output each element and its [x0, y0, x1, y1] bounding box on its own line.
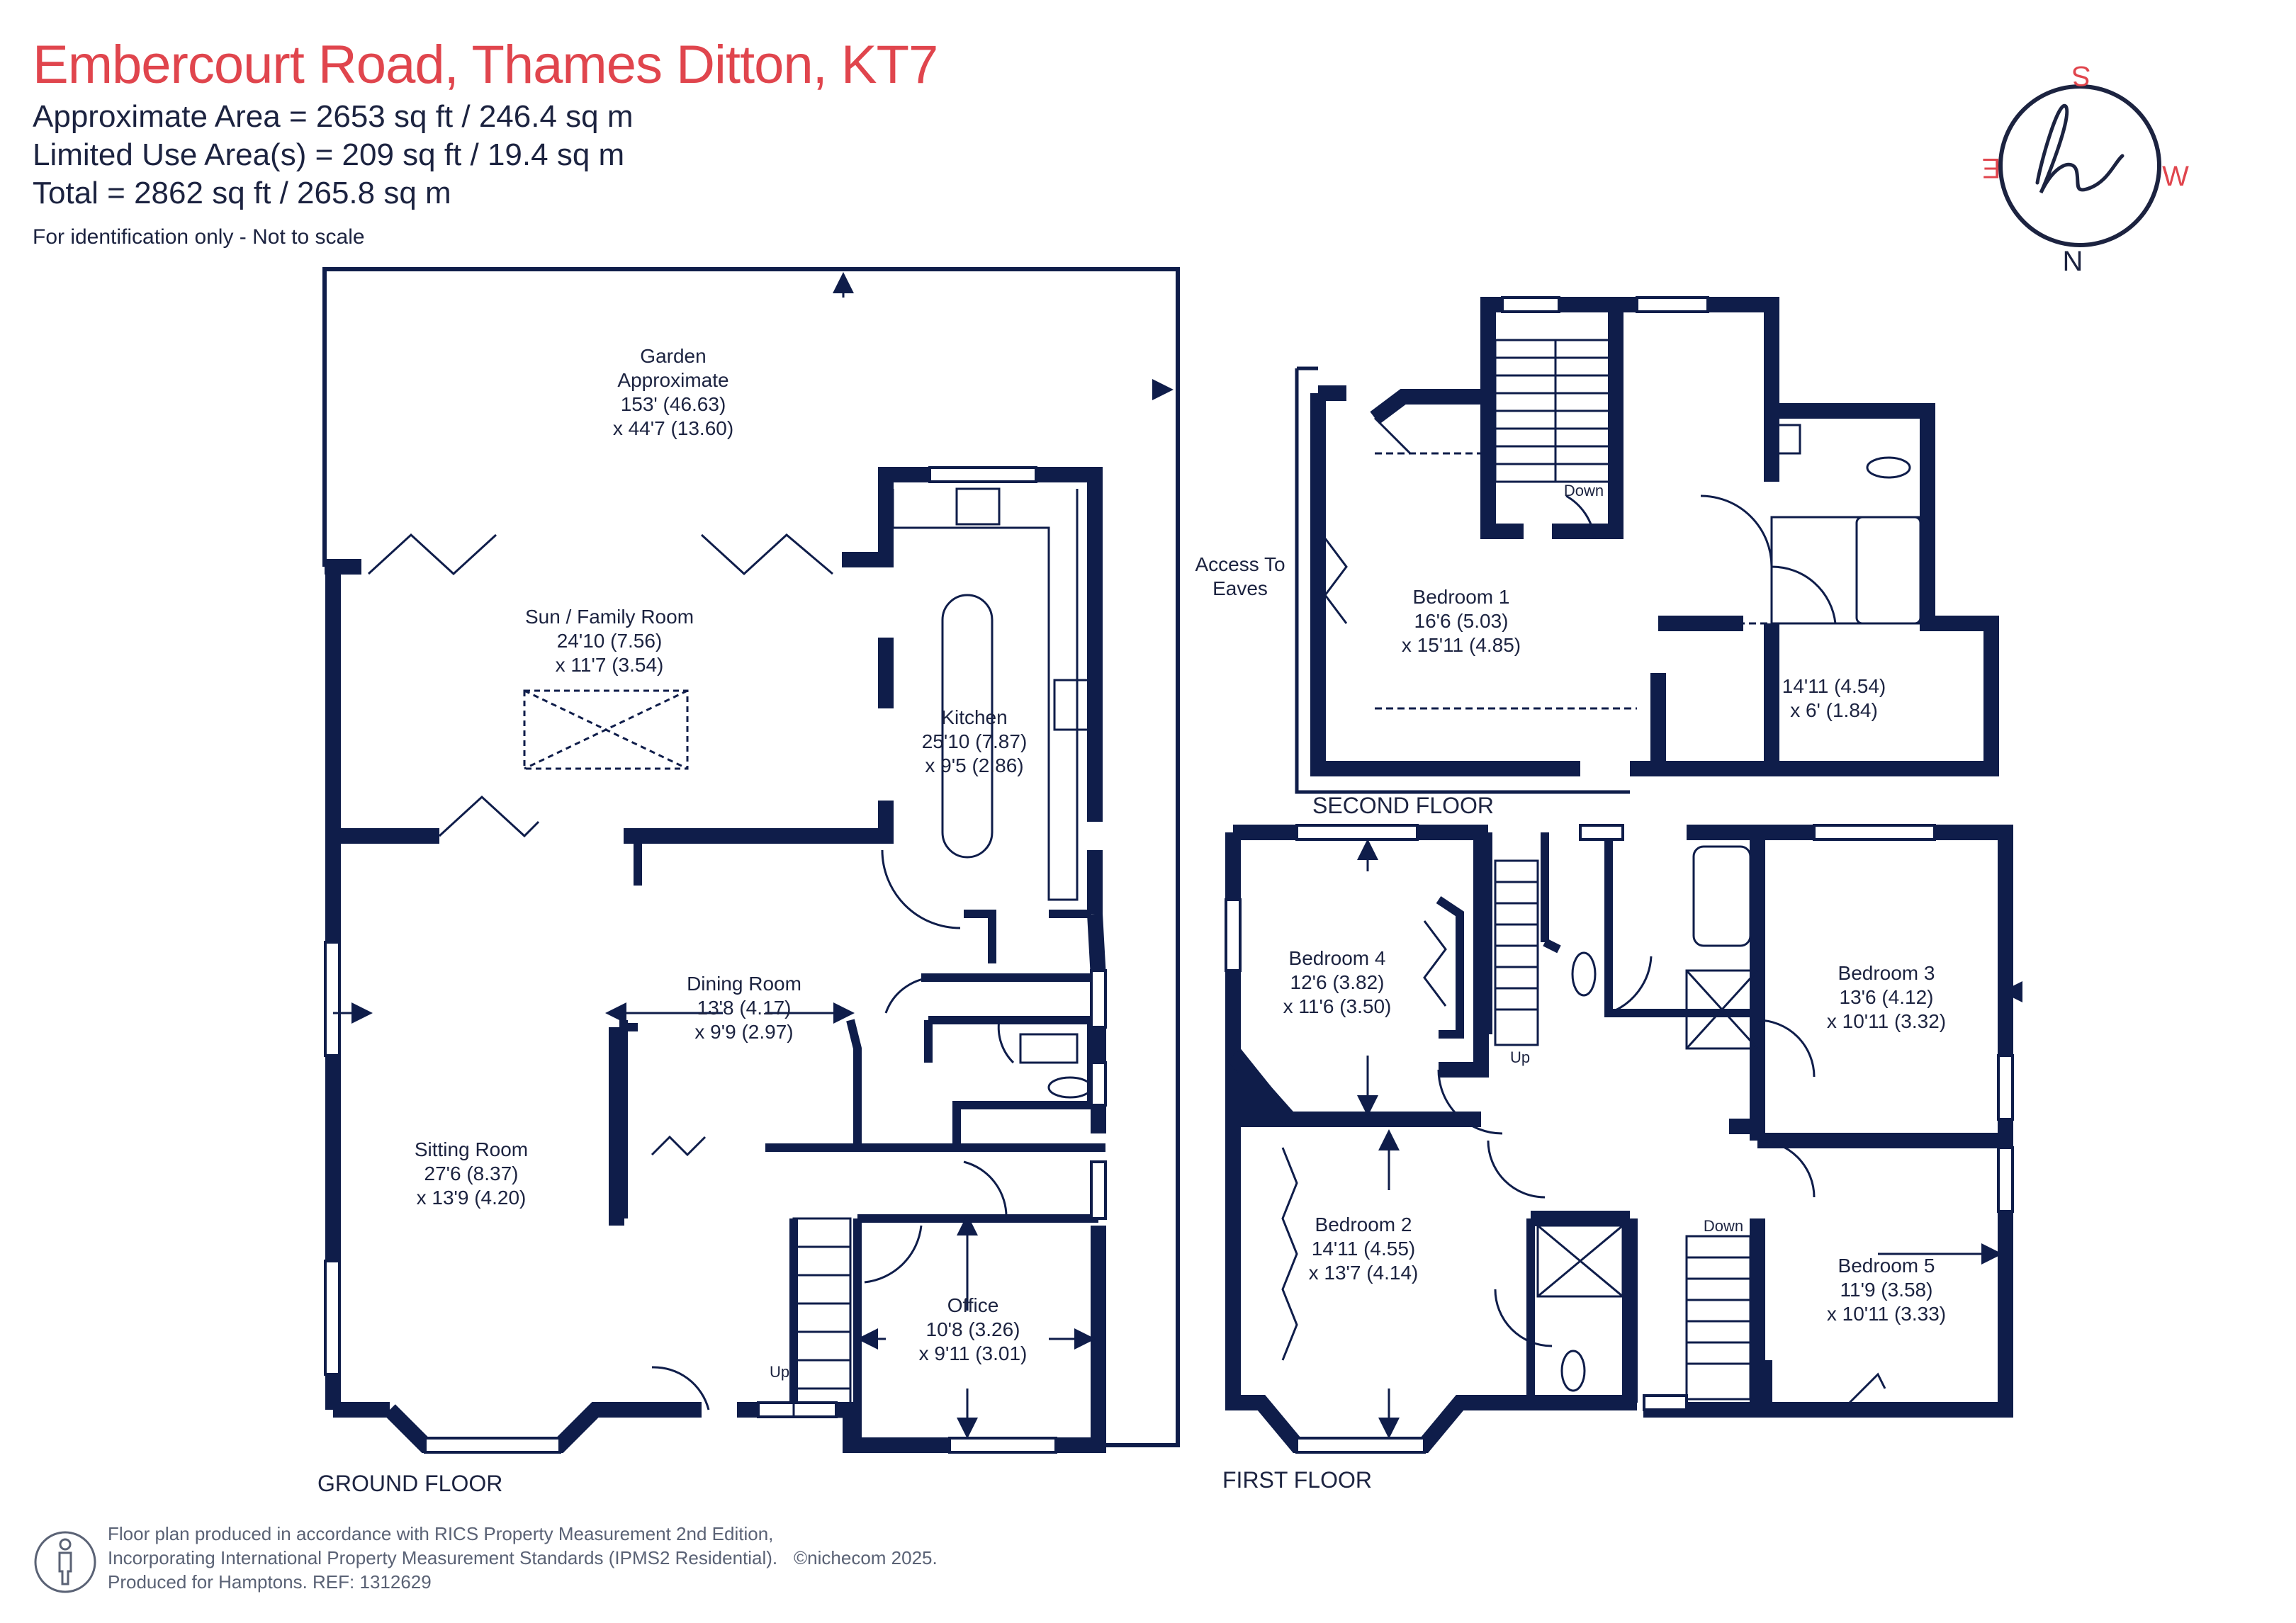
- first-floor-plan: [1225, 824, 2014, 1454]
- footer-line-1: Floor plan produced in accordance with R…: [108, 1523, 774, 1544]
- office-width: x 9'11 (3.01): [919, 1342, 1028, 1364]
- compass: S N E W: [1982, 60, 2189, 277]
- dimension-arrows: [333, 272, 2022, 1439]
- office-name: Office: [947, 1294, 999, 1316]
- garden-length: 153' (46.63): [621, 393, 726, 415]
- bedroom2-width: x 13'7 (4.14): [1309, 1262, 1419, 1284]
- bedroom1-width: x 15'11 (4.85): [1402, 634, 1521, 656]
- bedroom4-length: 12'6 (3.82): [1290, 971, 1385, 993]
- sitting-room-name: Sitting Room: [415, 1138, 528, 1160]
- first-stair-up: Up: [1510, 1048, 1530, 1066]
- bedroom5-width: x 10'11 (3.33): [1827, 1303, 1946, 1325]
- kitchen-width: x 9'5 (2.86): [925, 754, 1023, 776]
- compass-e: E: [1982, 152, 2001, 183]
- garden-name: Garden: [640, 345, 706, 367]
- dining-room-name: Dining Room: [687, 973, 801, 995]
- compass-ring: [1998, 84, 2161, 247]
- second-stair-down: Down: [1564, 482, 1604, 499]
- bedroom3-name: Bedroom 3: [1838, 962, 1935, 984]
- copyright: ©nichecom 2025.: [794, 1547, 938, 1568]
- floor-labels: GROUND FLOOR FIRST FLOOR SECOND FLOOR: [317, 793, 1494, 1496]
- dining-room-width: x 9'9 (2.97): [694, 1021, 793, 1043]
- limited-use-area: Limited Use Area(s) = 209 sq ft / 19.4 s…: [33, 137, 625, 172]
- footer-line-2: Incorporating International Property Mea…: [108, 1547, 778, 1568]
- bedroom3-length: 13'6 (4.12): [1840, 986, 1934, 1008]
- garden-width: x 44'7 (13.60): [613, 417, 733, 439]
- bedroom4-width: x 11'6 (3.50): [1283, 995, 1392, 1017]
- kitchen-name: Kitchen: [941, 706, 1007, 728]
- bedroom1-name: Bedroom 1: [1413, 586, 1510, 608]
- garden-boundary: [322, 267, 1180, 1447]
- dining-room-length: 13'8 (4.17): [697, 997, 792, 1019]
- room-labels: Garden Approximate 153' (46.63) x 44'7 (…: [415, 345, 1946, 1381]
- compass-n: N: [2063, 246, 2083, 277]
- ground-floor-plan: [322, 267, 1180, 1454]
- approximate-area: Approximate Area = 2653 sq ft / 246.4 sq…: [33, 99, 634, 134]
- first-stair-down: Down: [1704, 1217, 1743, 1235]
- bedroom5-name: Bedroom 5: [1838, 1255, 1935, 1277]
- sun-family-room-width: x 11'7 (3.54): [556, 654, 664, 676]
- sun-family-room-length: 24'10 (7.56): [557, 630, 663, 652]
- footer-line-3: Produced for Hamptons. REF: 1312629: [108, 1571, 432, 1593]
- bedroom3-width: x 10'11 (3.32): [1827, 1010, 1946, 1032]
- compass-w: W: [2162, 161, 2189, 192]
- bedroom2-name: Bedroom 2: [1315, 1214, 1412, 1235]
- bedroom4-name: Bedroom 4: [1289, 947, 1386, 969]
- compass-s: S: [2072, 60, 2091, 91]
- person-icon: [34, 1531, 96, 1593]
- ground-floor-label: GROUND FLOOR: [317, 1471, 502, 1496]
- bedroom5-length: 11'9 (3.58): [1840, 1279, 1933, 1301]
- access-eaves-line2: Eaves: [1212, 577, 1268, 599]
- property-title: Embercourt Road, Thames Ditton, KT7: [33, 35, 938, 95]
- ground-stair-up: Up: [770, 1363, 789, 1381]
- scale-note: For identification only - Not to scale: [33, 225, 365, 249]
- access-eaves-line1: Access To: [1195, 553, 1285, 575]
- garden-approx: Approximate: [617, 369, 728, 391]
- second-extra-length: 14'11 (4.54): [1782, 675, 1886, 697]
- bedroom1-length: 16'6 (5.03): [1414, 610, 1509, 632]
- second-extra-width: x 6' (1.84): [1790, 699, 1878, 721]
- brand-logo-icon: [2035, 103, 2125, 194]
- first-floor-label: FIRST FLOOR: [1222, 1467, 1372, 1493]
- sun-family-room-name: Sun / Family Room: [525, 606, 694, 628]
- second-floor-plan: [1295, 296, 1999, 794]
- kitchen-length: 25'10 (7.87): [922, 730, 1028, 752]
- sitting-room-length: 27'6 (8.37): [424, 1163, 519, 1184]
- total-area: Total = 2862 sq ft / 265.8 sq m: [33, 176, 451, 210]
- second-floor-label: SECOND FLOOR: [1312, 793, 1494, 818]
- office-length: 10'8 (3.26): [926, 1318, 1020, 1340]
- bedroom2-length: 14'11 (4.55): [1312, 1238, 1415, 1260]
- sitting-room-width: x 13'9 (4.20): [417, 1187, 527, 1209]
